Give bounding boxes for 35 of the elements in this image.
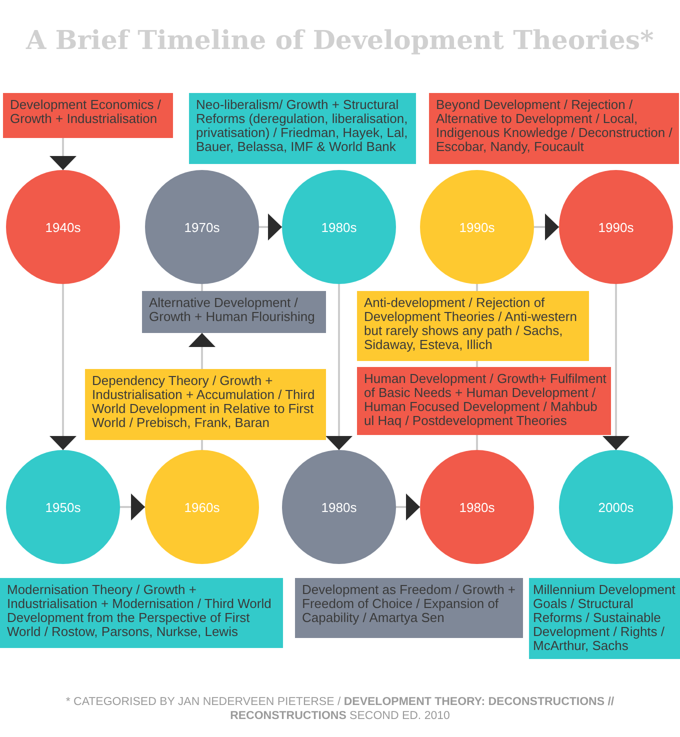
connector-line [201,440,203,450]
arrow [326,284,352,450]
arrow [602,284,630,450]
theory-box: Alternative Development / Growth + Human Flourishing [142,291,326,333]
theory-box: Millennium Development Goals / Structural Reforms / Sustainable Development / Rights / McArthur, Sachs [529,578,680,659]
decade-circle: 1950s [6,450,120,564]
connector-line [476,361,478,367]
theory-box: Beyond Development / Rejection / Alternative to Development / Local, Indigenous Knowledge / Deconstruction / Escobar, Nandy, Foucault [429,93,679,164]
theory-box: Development Economics / Growth + Industrialisation [3,93,173,138]
decade-circle: 1970s [145,170,259,284]
arrow [534,214,559,240]
decade-circle: 2000s [559,450,673,564]
theory-box: Modernisation Theory / Growth + Industrialisation + Modernisation / Third World Development from the Perspective of First World / Rostow, Parsons, Nurkse, Lewis [0,578,283,648]
decade-circle: 1940s [6,170,120,284]
decade-circle: 1980s [420,450,534,564]
theory-box: Development as Freedom / Growth + Freedom of Choice / Expansion of Capability / Amartya Sen [295,578,523,638]
decade-circle: 1990s [420,170,534,284]
arrow [259,214,282,240]
theory-box: Dependency Theory / Growth + Industrialisation + Accumulation / Third World Development in Relative to First World / Prebisch, Frank, Baran [85,369,326,440]
arrow [120,494,145,520]
theory-box: Anti-development / Rejection of Development Theories / Anti-western but rarely shows any path / Sachs, Sidaway, Esteva, Illich [357,291,589,361]
arrow [396,494,420,520]
decade-circle: 1980s [282,170,396,284]
arrow [50,138,76,170]
decade-circle: 1980s [282,450,396,564]
theory-box: Human Development / Growth+ Fulfilment of Basic Needs + Human Development / Human Focused Development / Mahbub ul Haq / Postdevelopment Theories [357,367,611,435]
theory-box: Neo-liberalism/ Growth + Structural Reforms (deregulation, liberalisation, privatisation) / Friedman, Hayek, Lal, Bauer, Belassa, IMF & World Bank [189,93,416,164]
connector-line [476,435,478,450]
caption: * CATEGORISED BY JAN NEDERVEEN PIETERSE / DEVELOPMENT THEORY: DECONSTRUCTIONS // RECONSTRUCTIONS SECOND ED. 2010 [64,695,616,723]
decade-circle: 1990s [559,170,673,284]
arrow [188,333,216,369]
connector-line [476,284,478,291]
decade-circle: 1960s [145,450,259,564]
arrow [50,284,76,450]
connector-line [201,284,203,291]
